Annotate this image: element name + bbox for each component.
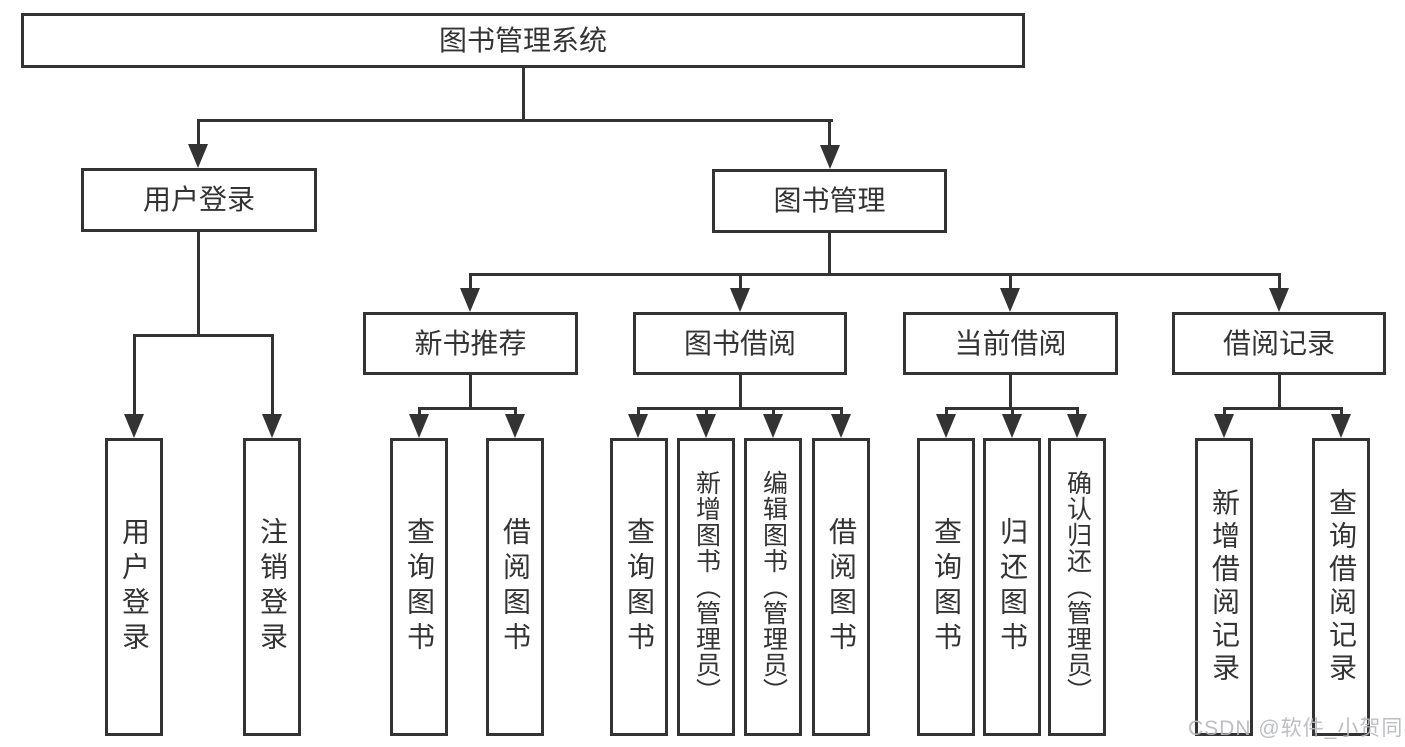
connector-line [1009,273,1012,293]
leaf-query-borrow-record: 查询借阅记录 [1312,438,1370,736]
arrowhead-icon [1002,414,1022,438]
node-label: 查询借阅记录 [1326,488,1357,686]
arrowhead-icon [1269,288,1289,312]
csdn-watermark: CSDN @软件_小贺同学 [1188,717,1405,740]
connector-line [418,407,421,419]
arrowhead-icon [124,414,144,438]
node-label: 图书管理 [773,185,886,216]
connector-line [514,407,517,419]
node-label: 图书借阅 [683,327,796,359]
node-label: 用户登录 [142,184,255,215]
leaf-return-book: 归还图书 [983,438,1041,736]
leaf-add-borrow-record: 新增借阅记录 [1195,438,1253,736]
arrowhead-icon [460,288,480,312]
connector-line [1076,407,1079,419]
node-user-login: 用户登录 [81,168,317,232]
arrowhead-icon [262,414,282,438]
node-label: 借阅图书 [826,517,857,657]
connector-line [637,407,640,419]
node-borrow-records: 借阅记录 [1172,312,1386,375]
connector-line [271,334,274,418]
node-label: 查询图书 [931,517,962,657]
node-new-book-recommend: 新书推荐 [363,312,578,375]
connector-line [1011,407,1014,419]
node-label: 借阅记录 [1222,327,1335,359]
arrowhead-icon [820,145,840,169]
arrowhead-icon [409,414,429,438]
connector-line [197,119,200,149]
connector-line [1278,273,1281,293]
node-label: 归还图书 [997,517,1028,657]
arrowhead-icon [628,414,648,438]
connector-line [739,375,742,409]
node-label: 编辑图书（管理员） [759,470,788,704]
arrowhead-icon [1067,414,1087,438]
node-label: 借阅图书 [500,517,531,657]
leaf-query-books-borrow: 查询图书 [610,438,668,736]
connector-line [828,119,831,149]
arrowhead-icon [1331,414,1351,438]
connector-line [1223,407,1226,419]
leaf-confirm-return-admin: 确认归还（管理员） [1048,438,1106,736]
connector-line [1340,407,1343,419]
node-label: 新书推荐 [414,327,527,359]
node-label: 查询图书 [624,517,655,657]
leaf-user-login: 用户登录 [105,438,163,736]
leaf-edit-book-admin: 编辑图书（管理员） [744,438,802,736]
connector-line [1009,375,1012,409]
arrowhead-icon [1000,288,1020,312]
connector-line [945,407,948,419]
node-label: 当前借阅 [954,327,1067,359]
connector-line [469,273,1281,276]
node-book-management: 图书管理 [712,169,947,233]
node-label: 用户登录 [119,517,150,657]
connector-line [840,407,843,419]
arrowhead-icon [763,414,783,438]
connector-line [739,273,742,293]
arrowhead-icon [505,414,525,438]
leaf-logout: 注销登录 [243,438,301,736]
connector-line [828,233,831,276]
connector-line [1278,375,1281,409]
node-label: 图书管理系统 [438,24,607,56]
arrowhead-icon [831,414,851,438]
arrowhead-icon [188,144,208,168]
connector-line [522,68,525,122]
connector-line [197,119,833,122]
arrowhead-icon [696,414,716,438]
connector-line [469,375,472,409]
connector-line [637,407,843,410]
node-root: 图书管理系统 [21,13,1025,68]
connector-line [133,334,136,418]
node-label: 新增借阅记录 [1209,488,1240,686]
arrowhead-icon [936,414,956,438]
connector-line [469,273,472,293]
leaf-query-books-recommend: 查询图书 [390,438,448,736]
connector-line [705,407,708,419]
leaf-borrow-books-recommend: 借阅图书 [486,438,544,736]
node-book-borrow: 图书借阅 [633,312,847,375]
arrowhead-icon [730,288,750,312]
node-label: 注销登录 [257,517,288,657]
node-label: 确认归还（管理员） [1063,470,1092,704]
connector-line [418,407,517,410]
connector-line [133,334,274,337]
connector-line [1223,407,1342,410]
leaf-add-book-admin: 新增图书（管理员） [677,438,735,736]
node-label: 查询图书 [404,517,435,657]
node-current-borrow: 当前借阅 [903,312,1118,375]
arrowhead-icon [1214,414,1234,438]
leaf-borrow-books-2: 借阅图书 [812,438,870,736]
connector-line [772,407,775,419]
leaf-query-books-current: 查询图书 [917,438,975,736]
node-label: 新增图书（管理员） [692,470,721,704]
connector-line [197,232,200,336]
